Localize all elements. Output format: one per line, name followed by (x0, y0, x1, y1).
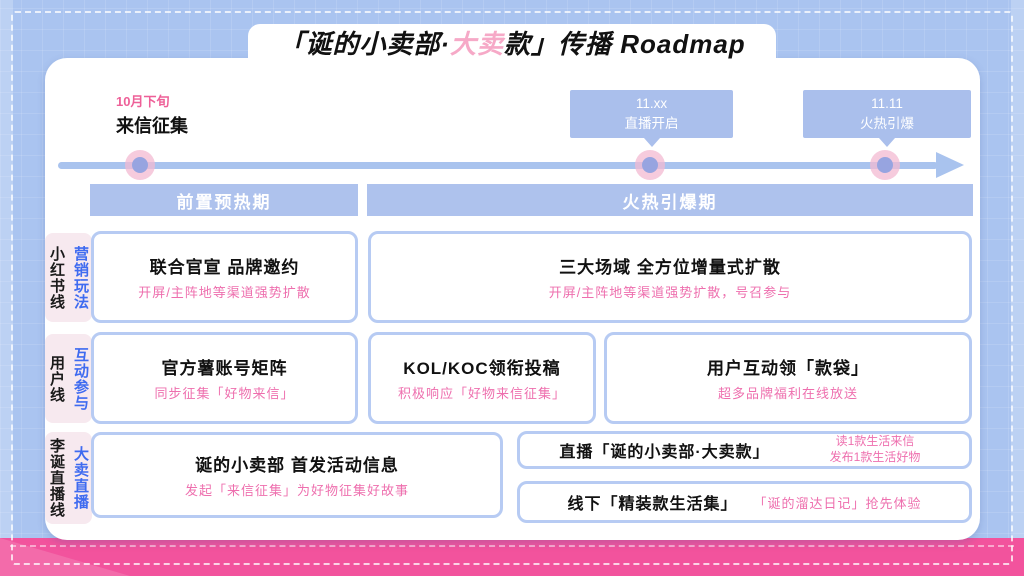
box-title: 联合官宣 品牌邀约 (149, 258, 300, 277)
callout-label: 火热引爆 (860, 116, 914, 131)
phase-preheat: 前置预热期 (90, 184, 358, 216)
box-title: 三大场域 全方位增量式扩散 (559, 258, 781, 277)
box-note: 读1款生活来信 发布1款生活好物 (795, 434, 955, 465)
box-subtitle: 超多品牌福利在线放送 (717, 386, 858, 401)
lane-subname: 互动参与 (72, 346, 89, 411)
left-edge-strip (0, 0, 13, 538)
callout-date: 11.11 (871, 96, 903, 112)
title-tab: 「诞的小卖部·大卖款」传播 Roadmap (248, 24, 776, 60)
callout-date: 11.xx (635, 96, 668, 112)
callout-label: 直播开启 (624, 116, 679, 131)
box-subtitle: 发起「来信征集」为好物征集好故事 (184, 483, 409, 498)
box-title: KOL/KOC领衔投稿 (403, 359, 561, 378)
box-user-interaction: 用户互动领「款袋」 超多品牌福利在线放送 (604, 332, 972, 424)
box-title: 诞的小卖部 首发活动信息 (195, 456, 399, 475)
box-three-domains: 三大场域 全方位增量式扩散 开屏/主阵地等渠道强势扩散，号召参与 (368, 231, 972, 323)
box-title: 官方薯账号矩阵 (161, 359, 288, 378)
box-note-line2: 发布1款生活好物 (829, 450, 921, 464)
callout-pointer-icon (879, 138, 895, 147)
box-title: 线下「精装款生活集」 (567, 496, 738, 513)
page-title-accent: 大卖 (449, 28, 504, 59)
box-subtitle: 积极响应「好物来信征集」 (397, 386, 566, 401)
milestone-label: 来信征集 (116, 116, 188, 136)
box-subtitle: 开屏/主阵地等渠道强势扩散 (138, 285, 311, 300)
arrow-right-icon (936, 152, 964, 178)
timeline-dot-1 (125, 150, 155, 180)
box-subtitle: 同步征集「好物来信」 (154, 386, 295, 401)
lane-tag-xiaohongshu: 小红书线 营销玩法 (45, 233, 92, 322)
pink-floor (0, 538, 1024, 576)
box-official-accounts: 官方薯账号矩阵 同步征集「好物来信」 (91, 332, 358, 424)
box-first-launch-info: 诞的小卖部 首发活动信息 发起「来信征集」为好物征集好故事 (91, 432, 503, 518)
box-note: 「诞的溜达日记」抢先体验 (753, 495, 922, 511)
timeline-dot-3 (870, 150, 900, 180)
milestone-letter-collection: 10月下旬 来信征集 (116, 91, 188, 138)
box-kol-koc: KOL/KOC领衔投稿 积极响应「好物来信征集」 (368, 332, 596, 424)
milestone-date: 10月下旬 (116, 94, 170, 109)
timeline-axis (58, 162, 938, 169)
box-live-broadcast: 直播「诞的小卖部·大卖款」 读1款生活来信 发布1款生活好物 (517, 431, 972, 469)
callout-pointer-icon (643, 138, 660, 147)
box-title: 用户互动领「款袋」 (707, 359, 869, 378)
box-offline-collection: 线下「精装款生活集」 「诞的溜达日记」抢先体验 (517, 481, 972, 523)
callout-hot-explosion: 11.11 火热引爆 (803, 90, 971, 147)
lane-tag-lidan-live: 李诞直播线 大卖直播 (45, 432, 92, 524)
box-subtitle: 开屏/主阵地等渠道强势扩散，号召参与 (548, 285, 792, 300)
page-title-prefix: 「诞的小卖部· (278, 28, 450, 59)
page-title-suffix: 款」传播 Roadmap (504, 28, 746, 59)
phase-explosion: 火热引爆期 (367, 184, 973, 216)
right-edge-strip (1011, 0, 1024, 538)
lane-subname: 营销玩法 (72, 245, 89, 310)
lane-name: 李诞直播线 (48, 438, 65, 518)
lane-name: 用户线 (48, 354, 65, 403)
lane-name: 小红书线 (48, 245, 65, 310)
box-joint-announcement: 联合官宣 品牌邀约 开屏/主阵地等渠道强势扩散 (91, 231, 358, 323)
lane-tag-users: 用户线 互动参与 (45, 334, 92, 423)
lane-subname: 大卖直播 (72, 446, 89, 510)
callout-live-start: 11.xx 直播开启 (570, 90, 733, 147)
box-title: 直播「诞的小卖部·大卖款」 (559, 444, 770, 461)
page-title: 「诞的小卖部·大卖款」传播 Roadmap (278, 24, 745, 61)
timeline-dot-2 (635, 150, 665, 180)
box-note-line1: 读1款生活来信 (835, 434, 915, 449)
